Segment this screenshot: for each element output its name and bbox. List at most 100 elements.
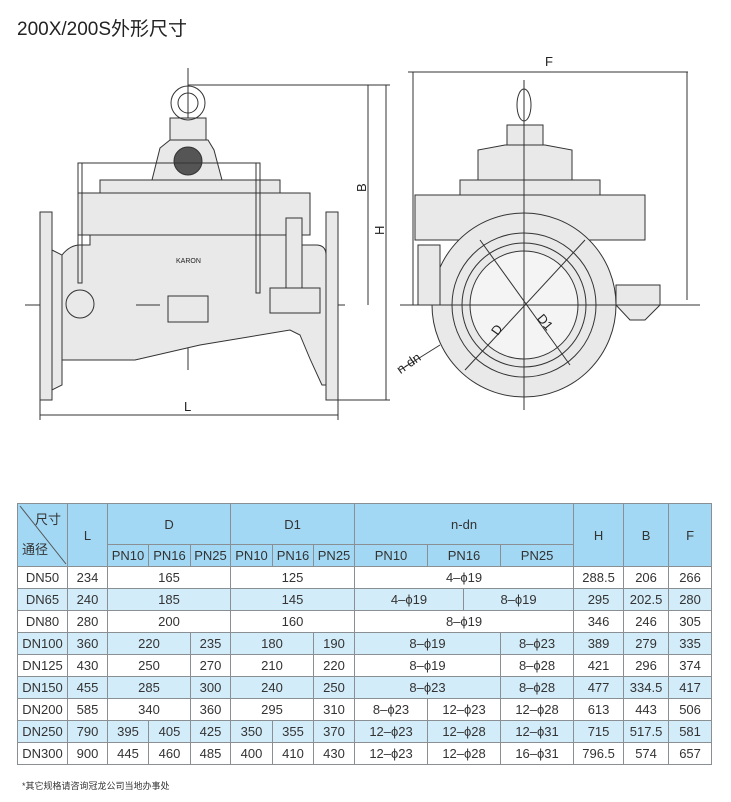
table-cell: 12–ϕ28 <box>427 742 502 765</box>
table-cell: 8–ϕ28 <box>500 676 575 699</box>
d1-pn10: PN10 <box>230 544 274 567</box>
table-cell: 460 <box>148 742 191 765</box>
table-cell: 574 <box>623 742 670 765</box>
table-cell: 715 <box>573 720 625 743</box>
d1-pn16: PN16 <box>272 544 315 567</box>
header-d: D <box>106 503 232 545</box>
ndn-pn10: PN10 <box>354 544 429 567</box>
table-cell: 296 <box>623 654 670 677</box>
table-cell: 8–ϕ28 <box>500 654 575 677</box>
table-cell: 334.5 <box>623 676 670 699</box>
table-cell: 295 <box>573 588 625 611</box>
table-subheader-row: PN10 PN16 PN25 PN10 PN16 PN25 PN10 PN16 … <box>18 544 712 567</box>
ndn-pn25: PN25 <box>500 544 575 567</box>
table-cell: 246 <box>623 610 670 633</box>
table-cell: 8–ϕ23 <box>354 698 429 721</box>
table-cell: 430 <box>67 654 108 677</box>
table-cell: 202.5 <box>623 588 670 611</box>
table-cell: 210 <box>230 654 315 677</box>
table-cell: 125 <box>230 566 356 589</box>
table-cell: 517.5 <box>623 720 670 743</box>
dim-f-label: F <box>545 54 553 69</box>
corner-cell: 尺寸 通径 <box>17 503 68 567</box>
table-cell: 8–ϕ19 <box>463 588 575 611</box>
table-cell: 220 <box>313 654 356 677</box>
table-cell: 417 <box>668 676 713 699</box>
table-cell: 796.5 <box>573 742 625 765</box>
d1-pn25: PN25 <box>313 544 356 567</box>
table-cell: 12–ϕ28 <box>500 698 575 721</box>
table-cell: 280 <box>67 610 108 633</box>
table-cell: 234 <box>67 566 108 589</box>
table-cell: 270 <box>189 654 232 677</box>
row-dn-label: DN65 <box>17 588 68 611</box>
table-cell: 485 <box>189 742 232 765</box>
table-cell: 250 <box>107 654 191 677</box>
table-cell: 280 <box>668 588 713 611</box>
table-cell: 310 <box>313 698 356 721</box>
table-cell: 200 <box>106 610 232 633</box>
table-cell: 220 <box>107 632 191 655</box>
table-cell: 250 <box>313 676 356 699</box>
corner-bottom-label: 通径 <box>22 542 49 557</box>
table-cell: 12–ϕ23 <box>354 742 429 765</box>
table-cell: 374 <box>668 654 713 677</box>
table-cell: 900 <box>67 742 108 765</box>
dim-h-label: H <box>372 226 387 235</box>
table-cell: 425 <box>189 720 232 743</box>
table-cell: 145 <box>230 588 356 611</box>
table-cell: 285 <box>107 676 191 699</box>
table-cell: 295 <box>230 698 315 721</box>
table-cell: 160 <box>230 610 356 633</box>
valve-dimension-drawing: KARON B H L F D D1 n-dn <box>25 54 700 420</box>
table-cell: 581 <box>668 720 713 743</box>
dim-ndn-label: n-dn <box>394 349 424 376</box>
table-cell: 340 <box>107 698 191 721</box>
table-cell: 12–ϕ31 <box>500 720 575 743</box>
header-l: L <box>67 503 108 567</box>
table-cell: 266 <box>668 566 713 589</box>
table-cell: 240 <box>67 588 108 611</box>
row-dn-label: DN250 <box>17 720 68 743</box>
table-cell: 613 <box>573 698 625 721</box>
footnote: *其它规格请咨询冠龙公司当地办事处 <box>22 781 170 791</box>
table-cell: 790 <box>67 720 108 743</box>
table-cell: 389 <box>573 632 625 655</box>
table-cell: 370 <box>313 720 356 743</box>
header-f: F <box>668 503 713 567</box>
row-dn-label: DN100 <box>17 632 68 655</box>
header-h: H <box>573 503 625 567</box>
dimension-table: 尺寸 通径 L D D1 n-dn H B F PN10 PN16 PN25 P… <box>17 503 713 765</box>
table-cell: 657 <box>668 742 713 765</box>
table-cell: 360 <box>67 632 108 655</box>
table-cell: 430 <box>313 742 356 765</box>
table-cell: 8–ϕ19 <box>354 610 575 633</box>
dim-b-label: B <box>354 183 369 192</box>
table-cell: 445 <box>107 742 149 765</box>
table-cell: 8–ϕ23 <box>354 676 502 699</box>
page-title: 200X/200S外形尺寸 <box>17 19 188 40</box>
header-d1: D1 <box>230 503 356 545</box>
table-cell: 8–ϕ19 <box>354 654 502 677</box>
row-dn-label: DN50 <box>17 566 68 589</box>
table-cell: 305 <box>668 610 713 633</box>
table-header-row: 尺寸 通径 L D D1 n-dn H B F <box>17 503 713 567</box>
table-cell: 395 <box>107 720 149 743</box>
dim-l-label: L <box>184 399 191 414</box>
table-cell: 350 <box>230 720 274 743</box>
table-cell: 288.5 <box>573 566 625 589</box>
table-cell: 8–ϕ23 <box>500 632 575 655</box>
row-dn-label: DN300 <box>17 742 68 765</box>
d-pn25: PN25 <box>189 544 232 567</box>
row-dn-label: DN80 <box>17 610 68 633</box>
table-cell: 405 <box>148 720 191 743</box>
valve-side-view: KARON B H L <box>25 68 390 420</box>
table-cell: 8–ϕ19 <box>354 632 502 655</box>
